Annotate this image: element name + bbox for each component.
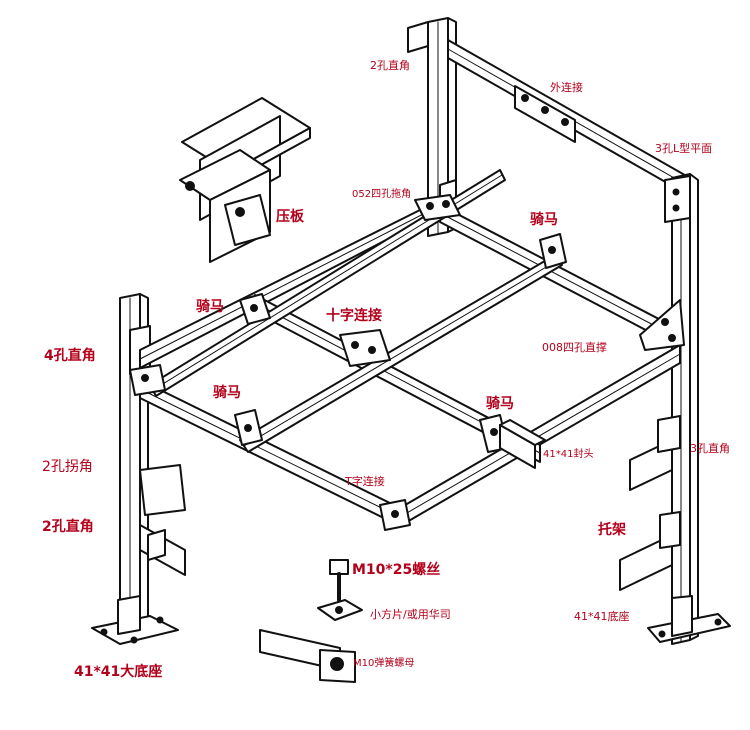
label-saddle-top-left: 骑马 [196, 299, 224, 315]
right-brackets [619, 415, 681, 591]
label-base-41-right: 41*41底座 [574, 610, 630, 623]
label-3-hole-right-angle: 3孔直角 [690, 442, 730, 455]
label-008-four-hole-brace: 008四孔直撑 [542, 341, 607, 354]
h-beam-press-plate [179, 97, 311, 263]
left-brackets [139, 464, 186, 576]
label-4-hole-right-angle: 4孔直角 [44, 348, 96, 364]
label-press-plate: 压板 [276, 209, 304, 225]
label-2-hole-corner: 2孔拐角 [42, 459, 93, 475]
label-saddle-mid-right: 骑马 [486, 396, 514, 412]
label-cross-connector: 十字连接 [326, 308, 382, 324]
right-base-plate [647, 595, 731, 643]
label-2-hole-right-angle-top: 2孔直角 [370, 59, 410, 72]
label-end-cap: 41*41封头 [543, 449, 594, 460]
label-2-hole-right-angle-bottom: 2孔直角 [42, 519, 94, 535]
left-big-base-plate [91, 595, 179, 645]
label-bolt-m10x25: M10*25螺丝 [352, 562, 441, 578]
label-square-washer: 小方片/或用华司 [370, 608, 451, 621]
label-saddle-mid-left: 骑马 [213, 385, 241, 401]
connector-plates [129, 194, 685, 531]
cross-beam-b [239, 254, 563, 453]
label-3-hole-L-plane: 3孔L型平面 [655, 142, 713, 155]
right-upright-post [664, 173, 699, 645]
label-052-four-hole-bracket: 052四孔拖角 [352, 189, 412, 200]
left-side-beam [139, 204, 441, 369]
bolt-assembly [259, 559, 363, 683]
label-outer-connector: 外连接 [550, 81, 583, 94]
label-saddle-top-right: 骑马 [530, 212, 558, 228]
label-spring-nut-m10: M10弹簧螺母 [353, 658, 415, 669]
right-side-beam [439, 204, 681, 349]
left-upright-post [119, 293, 151, 633]
label-bracket: 托架 [598, 522, 626, 538]
label-t-connector: T字连接 [345, 475, 385, 488]
front-right-beam [399, 344, 681, 527]
top-rear-beam [447, 39, 691, 197]
label-big-base-41: 41*41大底座 [74, 664, 163, 680]
end-cap-beam [499, 419, 546, 469]
